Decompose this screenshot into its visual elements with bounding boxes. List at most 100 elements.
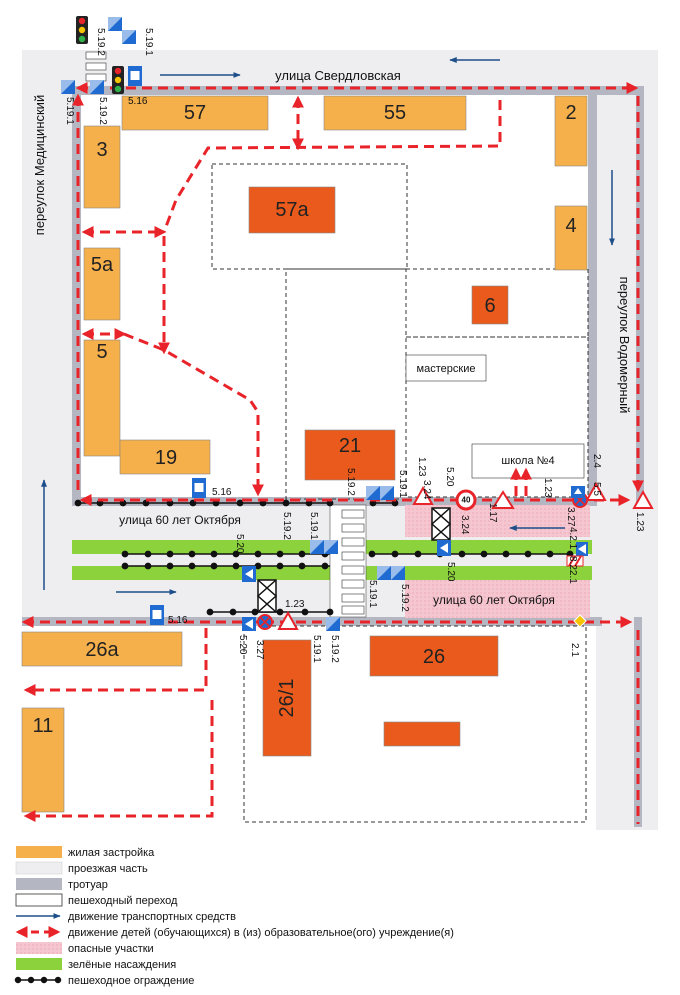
sign-label: 8.22.1 — [567, 556, 578, 584]
street-60-october-top: улица 60 лет Октября — [119, 513, 241, 527]
legend-text-residential: жилая застройка — [68, 847, 155, 859]
legend-text-danger: опасные участки — [68, 943, 154, 955]
label-26: 26 — [423, 646, 445, 668]
child-routes — [21, 82, 644, 824]
sign-label: 5.19.1 — [311, 635, 322, 663]
label-26a: 26а — [85, 639, 119, 661]
label-26-1: 26/1 — [276, 679, 298, 718]
sign-labels: 5.19.2 5.19.1 5.19.1 5.19.2 5.16 5.16 5.… — [64, 28, 645, 663]
building-26-small — [383, 721, 461, 747]
crossing-sign-icon — [310, 540, 324, 554]
traffic-light-mid — [112, 66, 124, 94]
bus-stop-icon — [192, 478, 206, 498]
label-school: школа №4 — [501, 455, 554, 467]
legend-text-roadway: проезжая часть — [68, 863, 148, 875]
barrier-block-right — [430, 507, 452, 541]
crossing-sign-icon — [366, 486, 380, 500]
label-2: 2 — [565, 102, 576, 124]
sign-label: 3.24 — [459, 515, 470, 535]
sidewalk-right-outer — [636, 86, 644, 504]
building-5a — [83, 247, 121, 321]
label-11: 11 — [33, 715, 54, 737]
children-warning-icon — [412, 485, 434, 505]
sign-label: 5.20 — [237, 635, 248, 655]
label-21: 21 — [339, 435, 361, 457]
traffic-light-top — [76, 16, 88, 44]
sign-label: 3.24 — [421, 480, 432, 500]
sign-label: 5.16 — [212, 487, 232, 498]
building-26-1 — [262, 639, 312, 757]
sign-label: 1.23 — [285, 599, 305, 610]
building-11 — [21, 707, 65, 813]
sign-label: 3.27 — [254, 640, 265, 660]
legend-swatch-roadway — [15, 861, 63, 875]
sign-label: 5.20 — [234, 534, 245, 554]
legend-text-green: зелёные насаждения — [68, 959, 176, 971]
legend-text-fence: пешеходное ограждение — [68, 975, 194, 987]
building-labels: 57 55 2 3 57а 4 5а 6 5 19 21 26а 26 26/1… — [33, 102, 577, 737]
crossing-sign-icon — [324, 540, 338, 554]
building-57a — [248, 186, 336, 234]
children-warning-icon — [491, 490, 515, 509]
sign-label: 1.23 — [416, 457, 427, 477]
building-2 — [554, 95, 588, 167]
sign-label: 3.27 — [565, 507, 576, 527]
keep-right-icon — [437, 540, 451, 556]
building-3 — [83, 125, 121, 209]
crossing-sign-icon — [108, 17, 122, 31]
sign-label: 5.19.2 — [281, 512, 292, 540]
crossing-sign-icon — [391, 566, 405, 580]
sign-label: 2.1 — [569, 643, 580, 657]
legend-swatch-fence — [14, 976, 62, 984]
main-road-icon — [573, 614, 587, 628]
legend-swatch-sidewalk — [16, 878, 62, 890]
children-warning-icon — [632, 489, 654, 509]
crossing-sign-icon — [326, 617, 340, 631]
crossing-sign-icon — [377, 566, 391, 580]
svg-text:40: 40 — [462, 496, 471, 505]
children-warning-icon — [277, 610, 299, 630]
legend-swatch-residential — [16, 846, 62, 858]
building-57 — [121, 95, 269, 131]
label-5: 5 — [96, 341, 107, 363]
label-55: 55 — [384, 102, 406, 124]
sign-label: 5.20 — [444, 467, 455, 487]
sidewalk-right — [588, 86, 597, 506]
sign-label: 5.19.2 — [97, 97, 108, 125]
legend-text-sidewalk: тротуар — [68, 879, 108, 891]
bus-stop-icon — [150, 605, 164, 625]
legend-swatch-danger — [16, 942, 62, 954]
sign-label: 5.16 — [128, 96, 148, 107]
building-21 — [304, 429, 396, 481]
one-way-icon — [571, 486, 585, 498]
legend-text-child-route: движение детей (обучающихся) в (из) обра… — [68, 927, 454, 939]
crossing-main — [329, 504, 367, 618]
sign-label: 1.17 — [487, 503, 498, 523]
building-6 — [471, 285, 509, 325]
sign-label: 1.23 — [634, 512, 645, 532]
sign-label: 2.4 — [591, 454, 602, 468]
building-19 — [119, 439, 211, 475]
keep-right-icon — [242, 566, 256, 582]
bus-stop-icon — [128, 66, 142, 86]
sign-label: 5.19.1 — [308, 512, 319, 540]
sign-label: 5.16 — [168, 615, 188, 626]
vodomerny-lane-roadway — [596, 50, 658, 830]
label-3: 3 — [96, 139, 107, 161]
building-workshops — [405, 354, 487, 382]
sign-label: 5.19.1 — [143, 28, 154, 56]
legend-text-crossing: пешеходный переход — [68, 895, 178, 907]
sign-label: 1.23 — [542, 478, 553, 498]
legend-swatch-crossing — [15, 893, 63, 907]
sign-label: 5.19.2 — [329, 635, 340, 663]
label-19: 19 — [155, 447, 177, 469]
sign-label: 5.19.1 — [397, 470, 408, 498]
label-57a: 57а — [275, 199, 309, 221]
street-vodomerny-lane: переулок Водомерный — [617, 277, 632, 414]
label-5a: 5а — [91, 254, 114, 276]
crossing-top-left — [85, 51, 107, 82]
legend-text-vehicle: движение транспортных средств — [68, 911, 236, 923]
sign-label: 5.19.1 — [64, 97, 75, 125]
building-55 — [323, 95, 467, 131]
